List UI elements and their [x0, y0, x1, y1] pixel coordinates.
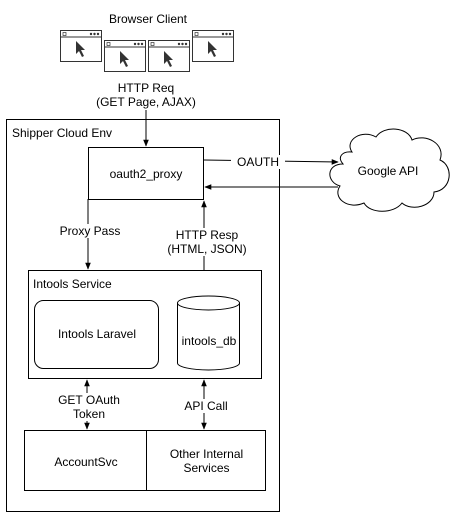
response-label-line2: (HTML, JSON): [160, 242, 254, 256]
oauth-token-label-line1: GET OAuth: [50, 393, 128, 407]
browser-window-icon: [148, 40, 190, 72]
api-call-label: API Call: [173, 399, 239, 413]
other-services-box: [146, 430, 266, 491]
browser-window-icon: [60, 30, 102, 62]
google-api-label: Google API: [357, 164, 419, 178]
intools-laravel-label: Intools Laravel: [57, 327, 137, 341]
intools-laravel-box: [34, 300, 159, 369]
oauth-token-label-line2: Token: [50, 407, 128, 421]
request-label-line1: HTTP Req: [84, 81, 208, 95]
browser-window-icon: [104, 40, 146, 72]
proxy-box: [88, 147, 204, 200]
response-label-line1: HTTP Resp: [160, 228, 254, 242]
google-api-cloud: [329, 128, 450, 212]
intools-db-label: intools_db: [181, 334, 237, 348]
browser-window-icon: [192, 30, 234, 62]
browser-client-label: Browser Client: [108, 12, 188, 26]
request-label-line2: (GET Page, AJAX): [84, 95, 208, 109]
cloud-env-container: [6, 119, 280, 512]
other-services-label-line1: Other Internal: [169, 447, 244, 461]
proxy-label: oauth2_proxy: [109, 167, 183, 181]
other-services-label-line2: Services: [183, 461, 230, 475]
intools-service-label: Intools Service: [33, 277, 112, 291]
database-icon: [177, 295, 240, 371]
account-svc-box: [24, 430, 147, 491]
proxy-pass-label: Proxy Pass: [51, 224, 129, 238]
oauth-label: OAUTH: [231, 155, 285, 169]
account-svc-label: AccountSvc: [54, 455, 118, 469]
cloud-env-label: Shipper Cloud Env: [12, 126, 113, 140]
